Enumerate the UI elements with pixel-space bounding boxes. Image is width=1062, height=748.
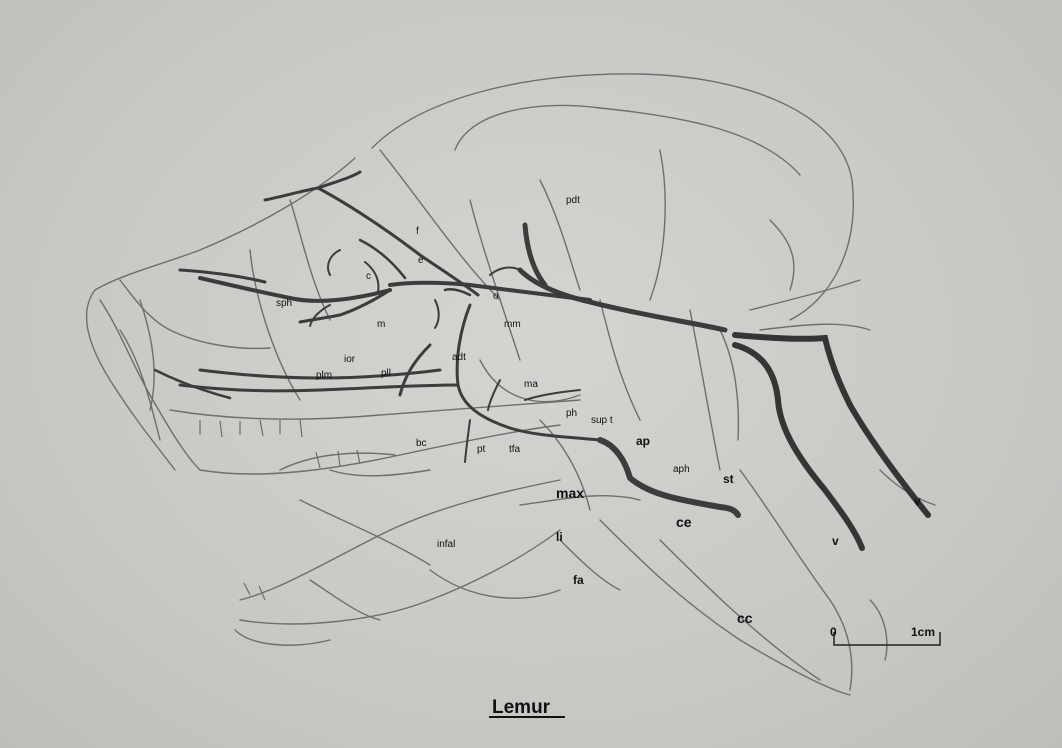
label-pdt: pdt (566, 195, 580, 206)
label-fa: fa (573, 573, 584, 587)
scale-bar-end-label: 1cm (911, 625, 935, 639)
label-ap: ap (636, 434, 650, 448)
label-li: li (556, 530, 563, 544)
label-plm: plm (316, 370, 332, 381)
label-pll: pll (381, 368, 391, 379)
figure-title: Lemur (492, 697, 551, 718)
label-infal: infal (437, 539, 455, 550)
label-ior: ior (344, 354, 356, 365)
scale-bar-start-label: 0 (830, 625, 837, 639)
veins (735, 335, 928, 548)
label-mm: mm (504, 319, 521, 330)
teeth-outline (200, 419, 360, 600)
label-c: c (366, 271, 371, 282)
label-e: e (418, 255, 424, 266)
label-m: m (377, 319, 385, 330)
label-ph: ph (566, 408, 577, 419)
label-cc: cc (737, 610, 753, 626)
label-ma: ma (524, 379, 538, 390)
label-adt: adt (452, 352, 466, 363)
vessel-labels: f e c sph m o mm pdt ior plm pll adt ma … (276, 195, 921, 626)
label-ce: ce (676, 514, 692, 530)
skull-outline (87, 74, 935, 695)
label-v2: v (832, 534, 839, 548)
label-st: st (723, 472, 734, 486)
label-sph: sph (276, 298, 292, 309)
label-f: f (416, 226, 419, 237)
label-pt: pt (477, 444, 486, 455)
label-o: o (493, 291, 499, 302)
arteries (155, 172, 738, 515)
label-v1: v (914, 494, 921, 508)
label-supt: sup t (591, 415, 613, 426)
label-tfa: tfa (509, 444, 521, 455)
label-max: max (556, 485, 584, 501)
label-aph: aph (673, 464, 690, 475)
label-bc: bc (416, 438, 427, 449)
